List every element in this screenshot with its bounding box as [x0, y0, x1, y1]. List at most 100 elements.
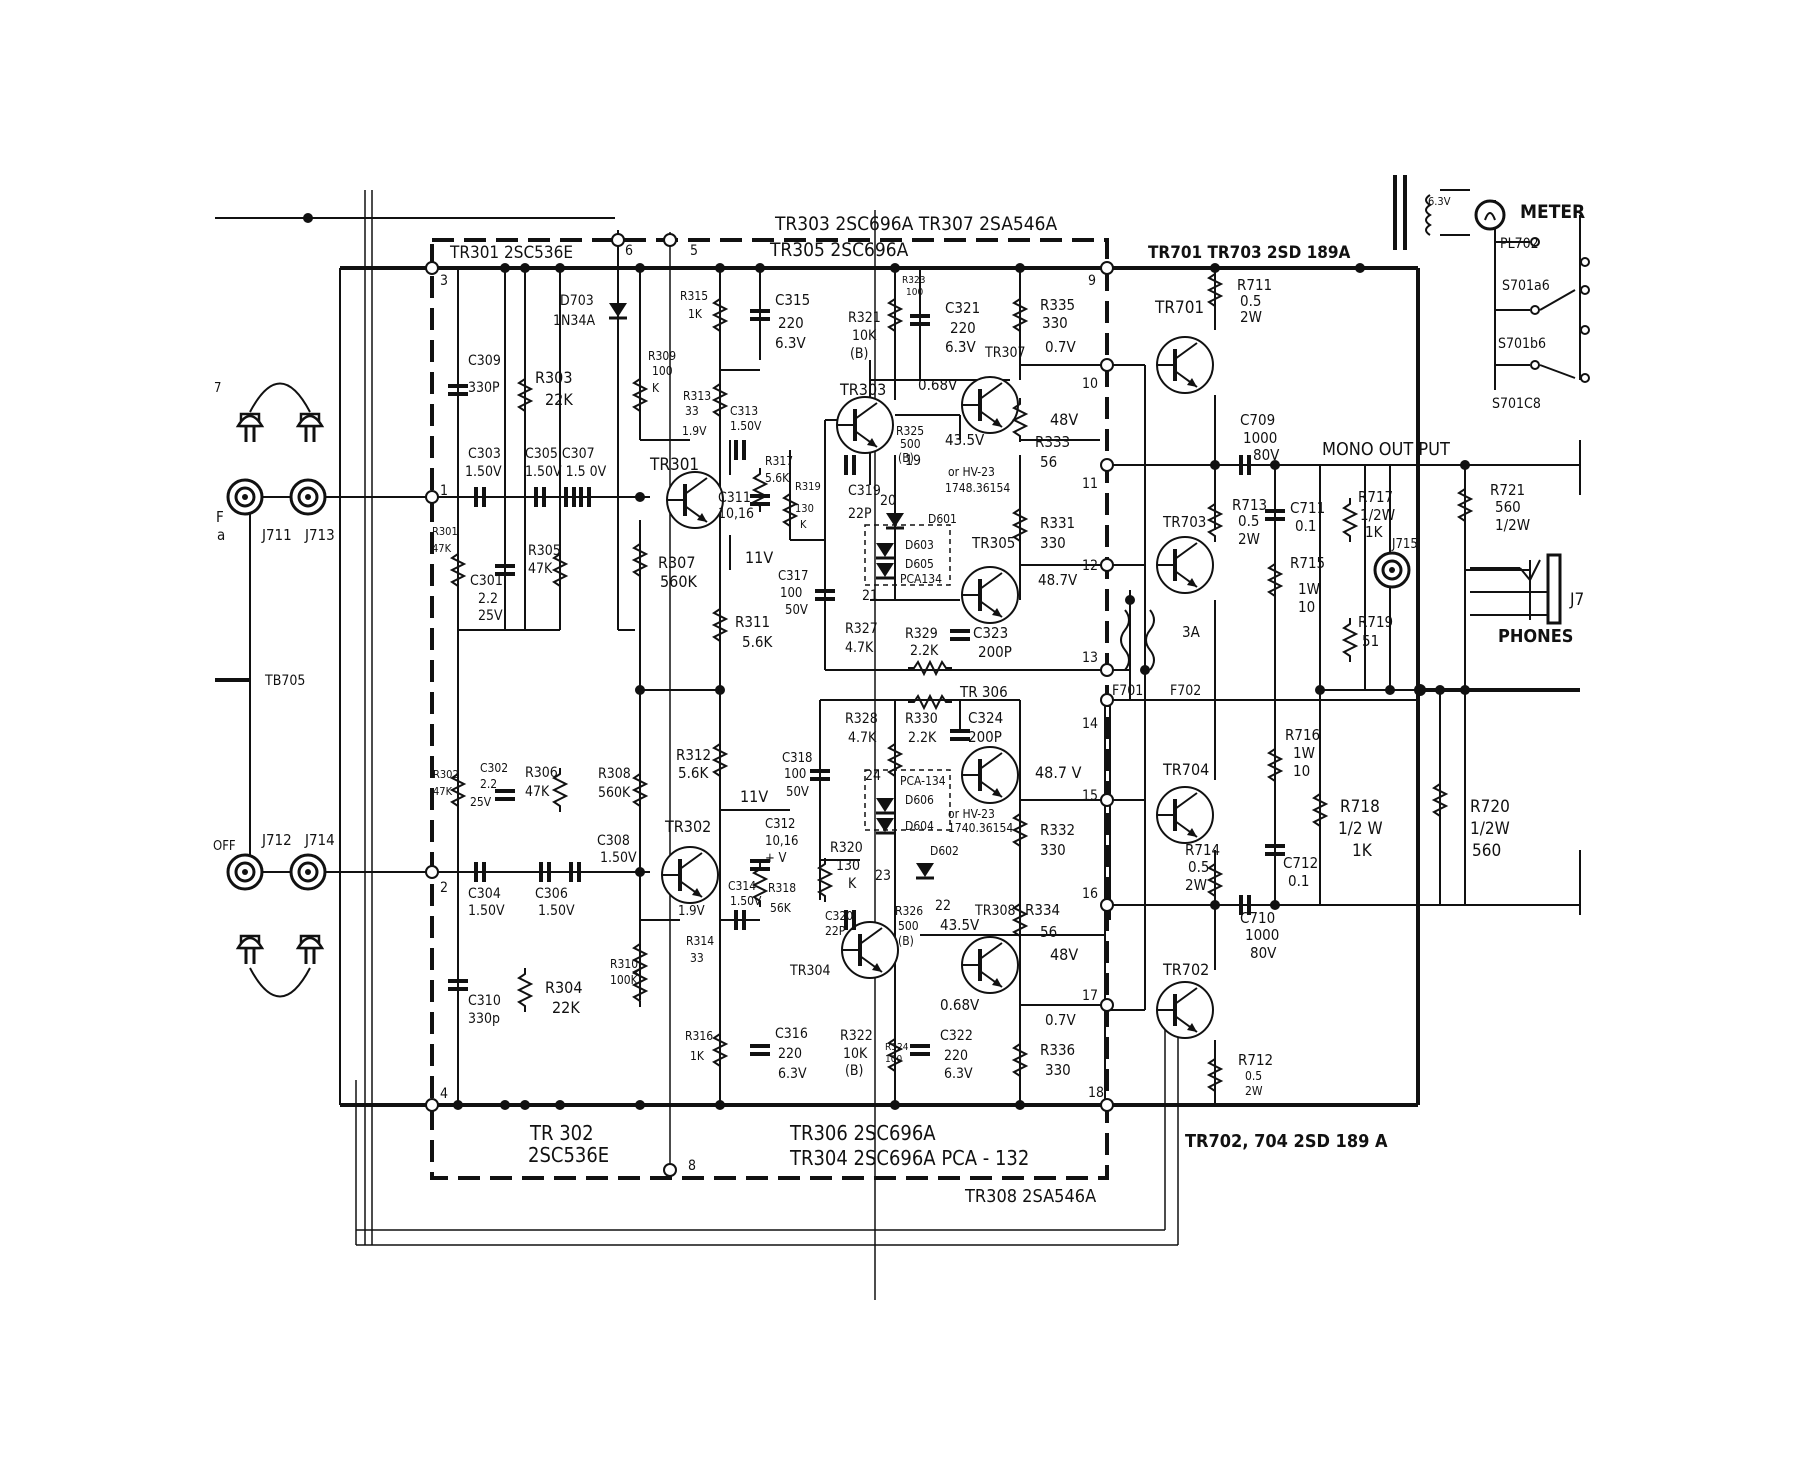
svg-text:6.3V: 6.3V: [945, 338, 976, 356]
svg-text:R714: R714: [1185, 841, 1220, 859]
svg-text:D604: D604: [905, 819, 934, 833]
svg-text:4.7K: 4.7K: [845, 640, 874, 656]
svg-text:0.1: 0.1: [1295, 517, 1316, 535]
svg-text:10,16: 10,16: [765, 834, 798, 849]
svg-text:17: 17: [1082, 988, 1098, 1004]
svg-text:25V: 25V: [478, 608, 503, 624]
svg-text:R302: R302: [433, 768, 459, 781]
tr303-title: TR303 2SC696A TR307 2SA546A: [774, 213, 1058, 235]
svg-text:330: 330: [1040, 841, 1066, 859]
svg-text:C711: C711: [1290, 499, 1325, 517]
svg-text:S701a6: S701a6: [1502, 278, 1550, 294]
svg-text:22P: 22P: [848, 506, 872, 522]
svg-text:C712: C712: [1283, 854, 1318, 872]
svg-text:C323: C323: [973, 624, 1008, 642]
svg-text:J711: J711: [261, 526, 292, 544]
tr305-transistor-icon: [960, 565, 1020, 625]
svg-text:220: 220: [778, 314, 804, 332]
svg-text:R328: R328: [845, 711, 878, 727]
svg-text:TR303: TR303: [839, 380, 886, 399]
svg-text:J7: J7: [1569, 590, 1584, 610]
tr301-transistor-icon: [665, 470, 725, 530]
svg-text:1/2 W: 1/2 W: [1338, 819, 1383, 839]
svg-text:330P: 330P: [468, 380, 500, 396]
svg-text:R334: R334: [1025, 901, 1060, 919]
svg-text:0.68V: 0.68V: [940, 996, 980, 1014]
svg-text:0.68V: 0.68V: [918, 376, 958, 394]
svg-text:R319: R319: [795, 480, 821, 493]
svg-text:22P: 22P: [825, 924, 846, 938]
svg-text:5.6K: 5.6K: [742, 633, 773, 651]
svg-text:R336: R336: [1040, 1041, 1075, 1059]
svg-text:2W: 2W: [1240, 308, 1262, 326]
output-bottom-title: TR702, 704 2SD 189 A: [1185, 1131, 1388, 1152]
svg-text:C316: C316: [775, 1026, 808, 1042]
svg-text:C311: C311: [718, 490, 751, 506]
svg-text:TR305: TR305: [971, 534, 1015, 552]
svg-text:R720: R720: [1470, 797, 1510, 817]
svg-text:TR302: TR302: [664, 817, 711, 836]
svg-text:D603: D603: [905, 538, 934, 552]
svg-text:11: 11: [1082, 476, 1098, 492]
output-labels: TR701 TR703 TR704 TR702 R711 0.5 2W R713…: [1112, 236, 1584, 1098]
svg-text:4.7K: 4.7K: [848, 730, 877, 746]
tr306-footer: TR306 2SC696A: [789, 1121, 936, 1145]
svg-text:OFF: OFF: [213, 839, 236, 854]
terminal-points: [425, 233, 1114, 1177]
svg-text:C322: C322: [940, 1028, 973, 1044]
svg-text:330: 330: [1045, 1061, 1071, 1079]
svg-text:S701C8: S701C8: [1492, 396, 1541, 412]
meter-lamp-icon: [1425, 194, 1506, 236]
tr302-type-footer: 2SC536E: [528, 1143, 609, 1167]
svg-text:3A: 3A: [1182, 623, 1201, 641]
j714-jack-icon: [289, 853, 327, 891]
svg-text:1.50V: 1.50V: [465, 464, 502, 480]
svg-text:PHONES: PHONES: [1498, 626, 1573, 647]
svg-text:47K: 47K: [528, 561, 553, 577]
svg-text:R305: R305: [528, 543, 561, 559]
svg-text:24: 24: [865, 768, 881, 784]
svg-text:R316: R316: [685, 1029, 713, 1043]
tr301-title: TR301 2SC536E: [449, 243, 573, 263]
svg-text:4: 4: [440, 1086, 448, 1102]
terminal-numbers: 3 1 2 4 5 6 8 9 10 11 12 13 14 15 16 17 …: [440, 243, 1104, 1174]
svg-text:23: 23: [875, 868, 891, 884]
tr303-transistor-icon: [835, 395, 895, 455]
svg-text:TR308: TR308: [974, 903, 1015, 919]
svg-text:130: 130: [795, 502, 814, 515]
svg-text:15: 15: [1082, 788, 1098, 804]
svg-text:1W: 1W: [1293, 744, 1315, 762]
svg-text:2W: 2W: [1185, 876, 1207, 894]
svg-text:11V: 11V: [745, 548, 773, 567]
svg-text:80V: 80V: [1250, 944, 1277, 962]
svg-text:K: K: [848, 876, 857, 892]
svg-text:9: 9: [1088, 273, 1096, 289]
svg-text:R306: R306: [525, 765, 558, 781]
svg-text:1/2W: 1/2W: [1470, 819, 1510, 839]
svg-text:PCA-134: PCA-134: [900, 774, 946, 788]
svg-text:51: 51: [1362, 632, 1379, 650]
svg-text:R320: R320: [830, 840, 863, 856]
svg-text:33: 33: [690, 951, 704, 965]
svg-text:R329: R329: [905, 626, 938, 642]
svg-text:1000: 1000: [1243, 429, 1277, 447]
j715-jack-icon: [1373, 551, 1411, 589]
svg-text:C314: C314: [728, 879, 756, 893]
svg-text:47K: 47K: [433, 785, 453, 798]
svg-text:1.50V: 1.50V: [730, 894, 762, 908]
svg-text:C710: C710: [1240, 909, 1275, 927]
svg-text:R715: R715: [1290, 554, 1325, 572]
svg-text:C318: C318: [782, 751, 813, 766]
svg-text:R721: R721: [1490, 481, 1525, 499]
svg-text:1.9V: 1.9V: [682, 424, 707, 438]
svg-text:+ V: + V: [765, 851, 787, 866]
svg-text:TR307: TR307: [984, 345, 1025, 361]
v63-label: 6.3V: [1428, 195, 1451, 208]
header-labels: TR303 2SC696A TR307 2SA546A TR305 2SC696…: [449, 195, 1585, 263]
svg-text:D606: D606: [905, 793, 934, 807]
svg-text:R309: R309: [648, 349, 676, 363]
svg-text:C304: C304: [468, 886, 501, 902]
svg-text:F701: F701: [1112, 683, 1143, 699]
svg-text:R332: R332: [1040, 821, 1075, 839]
svg-text:S701b6: S701b6: [1498, 336, 1546, 352]
